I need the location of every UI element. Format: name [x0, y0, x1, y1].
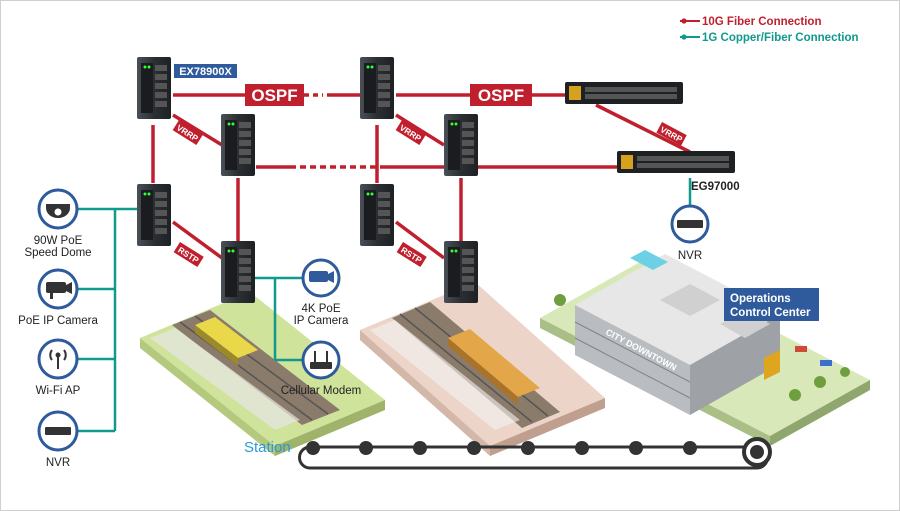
speed-dome-label-1: 90W PoE	[34, 235, 83, 247]
ospf-pill-right: OSPF	[470, 84, 532, 106]
station-platform-middle	[360, 282, 605, 456]
eg-switch-label: EG97000	[691, 181, 740, 193]
ex-switch-label: EX78900X	[179, 66, 232, 78]
nvr-bottom-label: NVR	[46, 457, 70, 469]
nvr-bottom-icon	[45, 427, 71, 435]
rstp-tag-mid: RSTP	[396, 242, 427, 268]
occ-label-2: Control Center	[730, 307, 811, 319]
switch-core-mid-top[interactable]	[360, 57, 394, 119]
nvr-top-label: NVR	[678, 250, 702, 262]
switch-ex-top-left[interactable]	[137, 57, 171, 119]
legend: 10G Fiber Connection 1G Copper/Fiber Con…	[680, 16, 859, 44]
occ-label-bg	[724, 288, 819, 321]
poe-camera-label: PoE IP Camera	[18, 315, 98, 327]
occ-label-1: Operations	[730, 293, 791, 305]
camera-4k-label-1: 4K PoE	[302, 303, 341, 315]
poe-camera-device[interactable]	[37, 268, 79, 310]
legend-fiber-label: 10G Fiber Connection	[702, 16, 822, 28]
ospf-label-left: OSPF	[251, 86, 297, 105]
rack-switch-top[interactable]	[565, 82, 683, 104]
legend-copper-dot	[681, 34, 687, 40]
camera-4k-label-2: IP Camera	[294, 315, 349, 327]
occ-building-side	[690, 314, 780, 415]
occ-building-roof	[575, 254, 780, 365]
cellular-modem-device[interactable]	[301, 340, 341, 380]
ospf-pill-left: OSPF	[245, 84, 304, 106]
fiber-links	[151, 93, 691, 260]
station-rail-line	[298, 437, 772, 470]
switch-access-left[interactable]	[137, 184, 171, 246]
ex-label-bg	[174, 64, 237, 78]
switch-access-mid-inner[interactable]	[444, 241, 478, 303]
nvr-icon	[677, 220, 703, 228]
occ-logo-sign	[764, 350, 780, 380]
bullet-camera-icon	[46, 282, 66, 293]
cellular-modem-icon	[310, 351, 332, 369]
wifi-ap-device[interactable]	[37, 338, 79, 380]
switch-core-left-inner[interactable]	[221, 114, 255, 176]
nvr-top-device[interactable]	[670, 204, 710, 244]
speed-dome-device[interactable]	[37, 188, 79, 230]
city-block: CITY DOWNTOWN	[540, 250, 870, 446]
occ-building-front	[575, 305, 690, 415]
rack-switch-eg97000[interactable]	[617, 151, 735, 173]
camera-4k-device[interactable]	[301, 258, 341, 298]
ospf-label-right: OSPF	[478, 86, 524, 105]
copper-links	[78, 178, 692, 433]
cellular-modem-label: Cellular Modem	[281, 385, 362, 397]
station-label: Station	[244, 439, 291, 456]
rstp-tag-left: RSTP	[173, 242, 204, 268]
legend-copper-label: 1G Copper/Fiber Connection	[702, 32, 859, 44]
camera-4k-icon	[309, 271, 328, 282]
nvr-bottom-device[interactable]	[37, 410, 79, 452]
station-platform-left	[140, 292, 385, 456]
switch-access-left-inner[interactable]	[221, 241, 255, 303]
speed-dome-label-2: Speed Dome	[24, 247, 91, 259]
legend-fiber-dot	[681, 18, 687, 24]
wifi-antenna-icon	[49, 349, 67, 369]
switch-access-mid[interactable]	[360, 184, 394, 246]
switch-core-mid-inner[interactable]	[444, 114, 478, 176]
wifi-ap-label: Wi-Fi AP	[36, 385, 81, 397]
